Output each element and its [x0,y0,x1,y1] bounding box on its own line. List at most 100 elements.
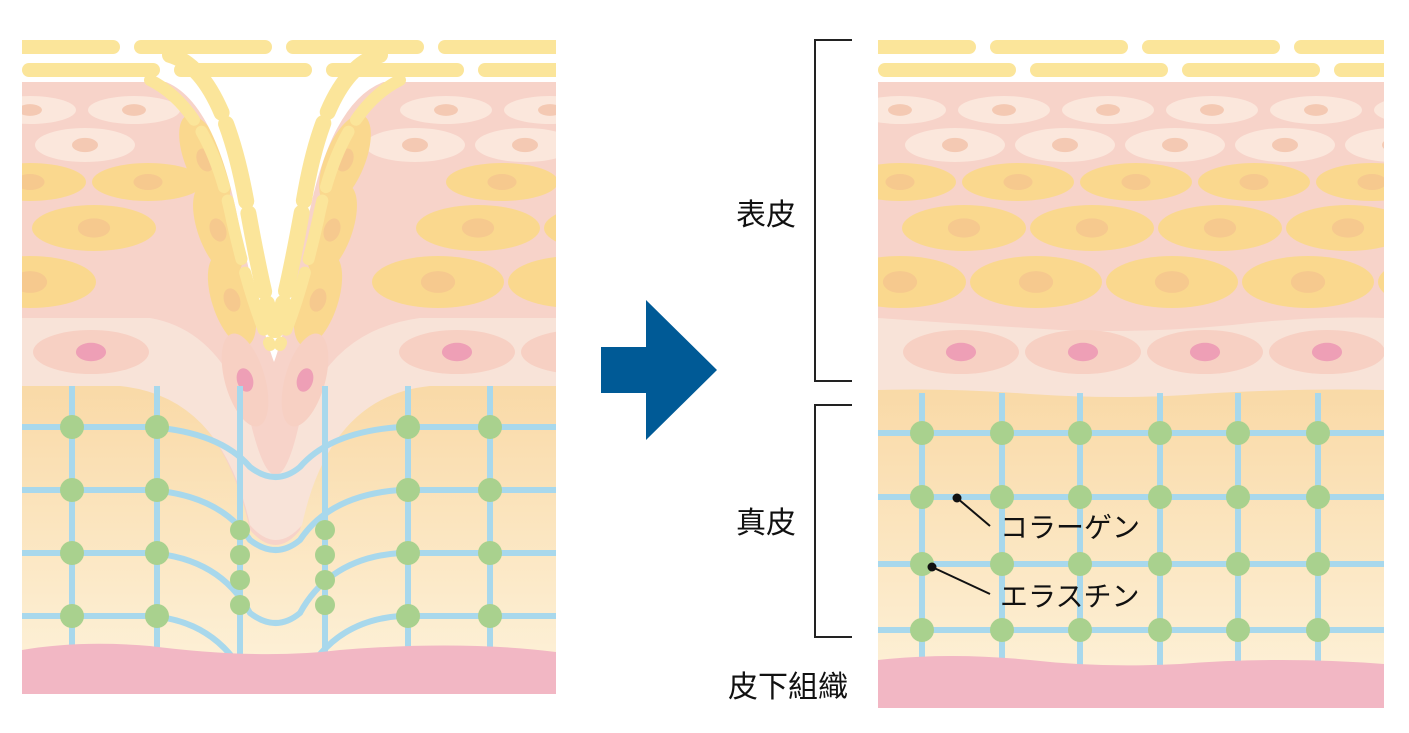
cell-nucleus [22,104,42,116]
subcutaneous-label: 皮下組織 [728,670,848,705]
right-epidermal-cells [878,96,1384,374]
corneum-bar [878,63,1016,77]
fiber-node [990,421,1014,445]
fiber-node [60,604,84,628]
cell-nucleus [420,271,456,293]
corneum-bar [22,63,160,77]
left-fiber-network [22,386,556,694]
epidermis-label: 表皮 [736,198,796,233]
wrinkled-skin-panel [22,40,622,694]
elastin-label: エラスチン [1000,580,1139,613]
cell-nucleus [1200,104,1224,116]
dermis-label: 真皮 [736,506,796,541]
elastin-fiber [22,613,556,694]
corneum-bar [990,40,1128,54]
corneum-bar [1294,40,1384,54]
cell-nucleus [441,342,473,362]
fiber-node [145,478,169,502]
cell-nucleus [512,137,538,153]
dermis-bracket [814,404,852,638]
fiber-node [315,545,335,565]
corneum-bar [286,40,424,54]
corneum-bar [438,40,556,54]
cell-nucleus [22,271,48,293]
corneum-bar [478,63,556,77]
fiber-node [478,604,502,628]
fiber-node [1226,421,1250,445]
epidermal-cell [22,96,76,124]
right-stratum-corneum [878,40,1384,77]
fiber-node [1148,485,1172,509]
cell-nucleus [1290,271,1326,293]
fiber-node [145,415,169,439]
cell-nucleus [209,218,227,242]
left-wrinkle-groove [160,80,390,362]
fiber-node [396,415,420,439]
fiber-node [1306,485,1330,509]
epidermis-bracket [814,39,852,382]
elastin-fiber [22,550,556,626]
fiber-node [145,541,169,565]
fiber-node [230,545,250,565]
cell-nucleus [402,137,428,153]
collagen-pointer [952,493,991,527]
cell-nucleus [296,368,314,392]
collagen-label: コラーゲン [1000,511,1140,544]
cell-nucleus [75,342,107,362]
cell-nucleus [947,218,981,238]
fiber-node [60,541,84,565]
cell-nucleus [1096,104,1120,116]
corneum-bar [174,63,312,77]
fiber-node [1068,618,1092,642]
corneum-fold-right [268,47,388,338]
cell-nucleus [557,271,591,293]
cell-nucleus [309,288,327,312]
epidermal-cell [521,331,556,373]
epidermal-cell [22,163,86,201]
cell-nucleus [1067,342,1099,362]
cell-nucleus [1075,218,1109,238]
cell-nucleus [72,137,98,153]
cell-nucleus [1154,271,1190,293]
epidermal-cell [508,256,556,308]
fiber-node [145,604,169,628]
fiber-node [910,552,934,576]
epidermal-cell [22,256,96,308]
epidermal-cell [1345,128,1384,162]
cell-nucleus [1311,342,1343,362]
fiber-node [990,552,1014,576]
corneum-bar [22,40,120,54]
fiber-node [910,421,934,445]
cell-nucleus [590,218,622,237]
corneum-bar [1030,63,1168,77]
cell-nucleus [133,174,163,190]
cell-nucleus [236,368,254,392]
corneum-bar [134,40,272,54]
fiber-node [1226,552,1250,576]
corneum-bar [878,40,976,54]
cell-nucleus [122,104,146,116]
epidermal-cell [878,256,966,308]
fiber-node [990,485,1014,509]
epidermal-cell [504,96,556,124]
corneum-bar [1142,40,1280,54]
cell-nucleus [77,218,111,238]
cell-nucleus [945,342,977,362]
fiber-node [478,478,502,502]
corneum-bar [1334,63,1384,77]
fiber-node [1306,552,1330,576]
fiber-node [230,570,250,590]
cell-nucleus [1331,218,1365,238]
fiber-node [1226,618,1250,642]
cell-nucleus [1003,174,1033,190]
left-stratum-corneum [22,40,556,351]
cell-nucleus [223,288,241,312]
fiber-node [1306,618,1330,642]
cell-nucleus [538,104,556,116]
left-basal-layer [22,318,556,540]
elastin-fiber [22,424,556,480]
cell-nucleus [564,343,594,361]
fiber-node [1068,552,1092,576]
cell-nucleus [1357,174,1384,190]
